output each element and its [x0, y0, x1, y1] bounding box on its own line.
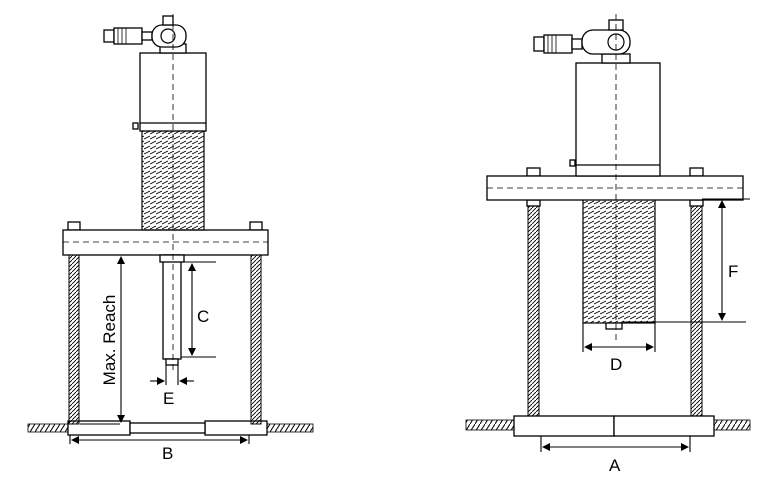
right-puller-figure: F D A [465, 14, 751, 475]
right-foot-pad-left [513, 415, 615, 437]
label-b: B [162, 444, 173, 463]
left-hose-coupler [103, 15, 187, 48]
right-threaded-rod-right [690, 199, 703, 417]
right-cross-plate [486, 175, 744, 201]
left-puller-figure: Max. Reach C E B [27, 14, 314, 463]
right-foot-pad-right [613, 415, 715, 437]
left-threaded-rod-right [250, 239, 262, 425]
label-max-reach: Max. Reach [100, 295, 119, 386]
label-a: A [609, 456, 621, 475]
left-cross-plate [62, 229, 269, 256]
label-d: D [610, 355, 622, 374]
right-threaded-rod-left [527, 199, 540, 417]
left-plunger [162, 254, 182, 360]
label-f: F [728, 262, 738, 281]
label-c: C [197, 307, 209, 326]
left-threaded-rod-left [68, 239, 80, 425]
right-cylinder-thread [582, 195, 656, 324]
right-cylinder-body [575, 62, 661, 177]
label-e: E [163, 389, 174, 408]
